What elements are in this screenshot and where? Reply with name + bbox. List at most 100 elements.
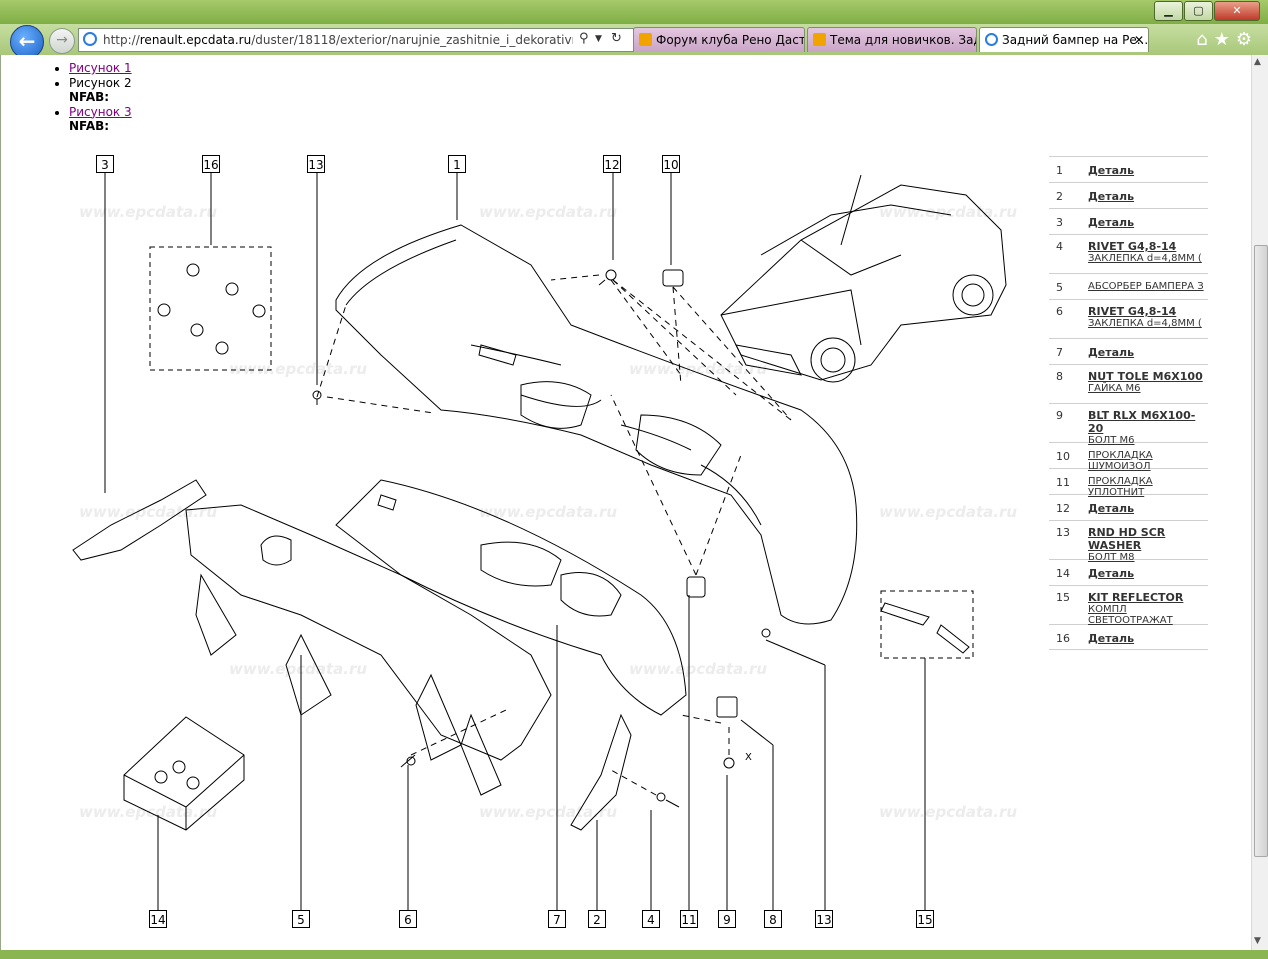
callout-3[interactable]: 3 — [96, 155, 114, 173]
part-subtitle-link[interactable]: ГАЙКА М6 — [1088, 383, 1141, 394]
callout-13[interactable]: 13 — [307, 155, 325, 173]
toolbar-icons: ⌂★⚙ — [1196, 29, 1258, 50]
parts-table-row[interactable]: 2 Деталь — [1049, 182, 1208, 208]
part-name-link[interactable]: RIVET G4,8-14 — [1088, 240, 1177, 253]
part-description: Деталь — [1088, 346, 1208, 364]
part-name-link[interactable]: KIT REFLECTOR — [1088, 591, 1184, 604]
part-name-link[interactable]: Деталь — [1088, 190, 1135, 203]
tab-label: Задний бампер на Ре... — [1002, 33, 1149, 47]
gear-icon[interactable]: ⚙ — [1235, 29, 1258, 50]
tab-label: Тема для новичков. Зад... — [830, 33, 977, 47]
callout-6[interactable]: 6 — [399, 910, 417, 928]
callout-5[interactable]: 5 — [292, 910, 310, 928]
part-description: ПРОКЛАДКА УПЛОТНИТ — [1088, 476, 1208, 498]
ie-page-icon — [985, 33, 998, 46]
refresh-icon[interactable]: ↻ — [611, 31, 622, 46]
forward-button[interactable]: → — [49, 28, 75, 54]
part-number: 16 — [1056, 632, 1070, 645]
part-number: 8 — [1056, 370, 1063, 383]
part-name-link[interactable]: Деталь — [1088, 216, 1135, 229]
part-subtitle-link[interactable]: АБСОРБЕР БАМПЕРА З — [1088, 281, 1204, 292]
part-description: ПРОКЛАДКА ШУМОИЗОЛ — [1088, 450, 1208, 472]
part-name-link[interactable]: BLT RLX M6X100-20 — [1088, 409, 1196, 435]
callout-2[interactable]: 2 — [588, 910, 606, 928]
part-description: Деталь — [1088, 190, 1208, 208]
scroll-up-icon[interactable]: ▲ — [1254, 57, 1261, 67]
part-number: 2 — [1056, 190, 1063, 203]
scrollbar-thumb[interactable] — [1254, 245, 1268, 857]
figure-link-3[interactable]: Рисунок 3 — [69, 105, 132, 120]
part-name-link[interactable]: Деталь — [1088, 632, 1135, 645]
minimize-button[interactable]: ▁ — [1154, 1, 1183, 21]
tab-close-icon[interactable]: ✕ — [1133, 33, 1144, 47]
callout-15[interactable]: 15 — [916, 910, 934, 928]
part-number: 11 — [1056, 476, 1070, 489]
search-icon[interactable]: ⚲ — [579, 31, 589, 46]
callout-14[interactable]: 14 — [149, 910, 167, 928]
parts-table-row[interactable]: 16 Деталь — [1049, 624, 1208, 650]
callout-1[interactable]: 1 — [448, 155, 466, 173]
tab-2[interactable]: Тема для новичков. Зад... — [807, 27, 977, 52]
part-name-link[interactable]: RIVET G4,8-14 — [1088, 305, 1177, 318]
part-subtitle-link[interactable]: ПРОКЛАДКА ШУМОИЗОЛ — [1088, 450, 1153, 472]
star-icon[interactable]: ★ — [1213, 29, 1236, 50]
part-name-link[interactable]: Деталь — [1088, 164, 1135, 177]
callout-13-bottom[interactable]: 13 — [815, 910, 833, 928]
part-name-link[interactable]: Деталь — [1088, 567, 1135, 580]
nfab-label: NFAB: — [69, 119, 110, 133]
tab-1[interactable]: Форум клуба Рено Даст... — [633, 27, 805, 52]
address-url[interactable]: http://renault.epcdata.ru/duster/18118/e… — [103, 33, 573, 47]
callout-8[interactable]: 8 — [764, 910, 782, 928]
callout-11[interactable]: 11 — [680, 910, 698, 928]
part-subtitle-link[interactable]: ПРОКЛАДКА УПЛОТНИТ — [1088, 476, 1153, 498]
vertical-scrollbar[interactable]: ▲ ▼ — [1251, 55, 1268, 950]
close-window-button[interactable]: ✕ — [1214, 1, 1260, 21]
bumper-parts-diagram: X — [72, 173, 1007, 910]
part-name-link[interactable]: Деталь — [1088, 346, 1135, 359]
part-subtitle-link[interactable]: БОЛТ М8 — [1088, 552, 1135, 563]
maximize-button[interactable]: ▢ — [1184, 1, 1213, 21]
part-name-link[interactable]: Деталь — [1088, 502, 1135, 515]
part-name-link[interactable]: NUT TOLE M6X100 — [1088, 370, 1203, 383]
part-subtitle-link[interactable]: ЗАКЛЕПКА d=4,8ММ ( — [1088, 253, 1202, 264]
tab-3-active[interactable]: Задний бампер на Ре... ✕ — [979, 27, 1149, 52]
part-number: 6 — [1056, 305, 1063, 318]
part-number: 12 — [1056, 502, 1070, 515]
watermark: www.epcdata.ru — [629, 360, 768, 378]
callout-7[interactable]: 7 — [548, 910, 566, 928]
callout-16[interactable]: 16 — [202, 155, 220, 173]
figure-item-2: Рисунок 2 — [69, 76, 132, 91]
part-subtitle-link[interactable]: КОМПЛ СВЕТООТРАЖАТ — [1088, 604, 1173, 626]
part-subtitle-link[interactable]: БОЛТ М6 — [1088, 435, 1135, 446]
part-description: Деталь — [1088, 567, 1208, 585]
address-bar[interactable]: http://renault.epcdata.ru/duster/18118/e… — [78, 28, 634, 52]
back-button[interactable]: ← — [10, 25, 44, 59]
figure-link-1[interactable]: Рисунок 1 — [69, 61, 132, 76]
callout-9[interactable]: 9 — [718, 910, 736, 928]
callout-4[interactable]: 4 — [642, 910, 660, 928]
dropdown-icon[interactable]: ▼ — [595, 34, 602, 44]
callout-10[interactable]: 10 — [662, 155, 680, 173]
parts-table-row[interactable]: 11 ПРОКЛАДКА УПЛОТНИТ — [1049, 468, 1208, 498]
part-name-link[interactable]: RND HD SCR WASHER — [1088, 526, 1166, 552]
callout-12[interactable]: 12 — [603, 155, 621, 173]
parts-table-row[interactable]: 12 Деталь — [1049, 494, 1208, 520]
home-icon[interactable]: ⌂ — [1196, 29, 1214, 50]
watermark: www.epcdata.ru — [229, 360, 368, 378]
part-number: 9 — [1056, 409, 1063, 422]
scroll-down-icon[interactable]: ▼ — [1254, 936, 1261, 946]
part-subtitle-link[interactable]: ЗАКЛЕПКА d=4,8ММ ( — [1088, 318, 1202, 329]
